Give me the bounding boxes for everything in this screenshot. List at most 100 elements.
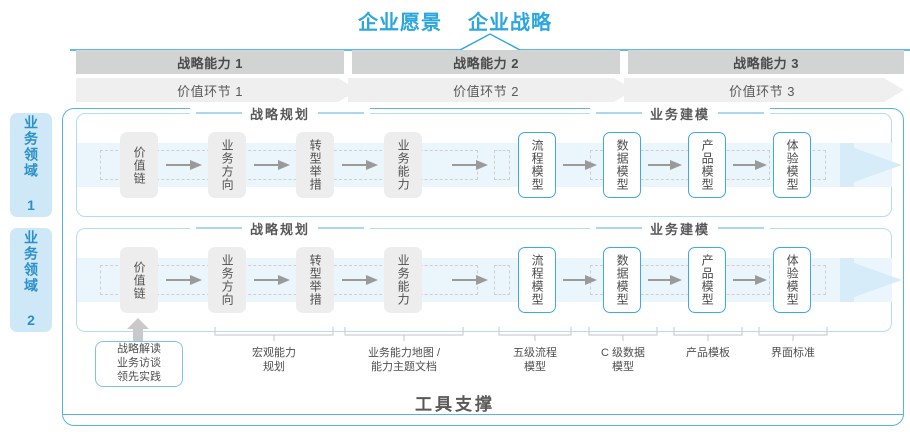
step-label: 价值链 [132, 145, 147, 185]
enterprise-strategy-title: 企业战略 [468, 11, 552, 34]
tool-bracket-6 [758, 327, 828, 341]
domain-tab-label-2: 业务领域 2 [23, 230, 40, 330]
tool-label-1-line1: 宏观能力 [252, 347, 296, 359]
caption-line-right [318, 227, 365, 229]
step-label: 数据模型 [615, 254, 630, 306]
step-box-modeling-2-1[interactable]: 流程模型 [518, 247, 556, 313]
step-label: 流程模型 [530, 254, 545, 306]
step-box-planning-1-2[interactable]: 业务方向 [208, 132, 246, 198]
section-caption-modeling-2: 业务建模 [590, 220, 771, 237]
section-title-planning-1: 战略规划 [250, 106, 311, 122]
value-chain-row: 价值环节 1 价值环节 2 价值环节 3 [76, 78, 904, 102]
caption-line-right [318, 112, 365, 114]
step-box-modeling-1-1[interactable]: 流程模型 [518, 132, 556, 198]
caption-line-left [596, 112, 642, 114]
domain-tab-2[interactable]: 业务领域 2 [10, 228, 52, 332]
step-box-planning-2-3[interactable]: 转型举措 [296, 247, 334, 313]
tool-bracket-2 [344, 327, 464, 341]
step-box-planning-2-1[interactable]: 价值链 [120, 247, 158, 313]
step-box-planning-2-2[interactable]: 业务方向 [208, 247, 246, 313]
step-box-modeling-2-4[interactable]: 体验模型 [773, 247, 811, 313]
framework-outer-container [62, 108, 904, 426]
value-chain-cell-3: 价值环节 3 [628, 78, 896, 102]
step-label: 产品模型 [700, 254, 715, 306]
value-chain-label-1: 价值环节 1 [177, 83, 243, 99]
step-label: 数据模型 [615, 139, 630, 191]
tool-label-5-line1: 产品模板 [686, 347, 730, 359]
step-box-modeling-2-3[interactable]: 产品模型 [688, 247, 726, 313]
step-box-modeling-1-4[interactable]: 体验模型 [773, 132, 811, 198]
tool-label-6: 界面标准 [758, 346, 828, 360]
step-label: 业务能力 [396, 254, 411, 306]
dashed-chip-1c [494, 150, 510, 180]
step-arrow-1-4 [452, 160, 488, 170]
step-box-planning-1-4[interactable]: 业务能力 [384, 132, 422, 198]
step-box-planning-2-4[interactable]: 业务能力 [384, 247, 422, 313]
step-box-modeling-2-2[interactable]: 数据模型 [603, 247, 641, 313]
tool-primary-line-2: 业务访谈 [117, 357, 161, 370]
caption-line-right [718, 112, 765, 114]
step-label: 转型举措 [308, 139, 323, 191]
step-arrow-1-3 [342, 160, 378, 170]
step-label: 体验模型 [785, 139, 800, 191]
step-label: 业务能力 [396, 139, 411, 191]
step-box-modeling-1-2[interactable]: 数据模型 [603, 132, 641, 198]
tool-label-5: 产品模板 [673, 346, 743, 360]
step-arrow-2-3 [342, 275, 378, 285]
vision-strategy-header: 企业愿景 企业战略 [0, 6, 910, 34]
step-box-modeling-1-3[interactable]: 产品模型 [688, 132, 726, 198]
domain-tab-label-1: 业务领域 1 [23, 115, 40, 215]
value-chain-cell-2: 价值环节 2 [352, 78, 620, 102]
step-arrow-2-7 [733, 275, 767, 285]
section-title-modeling-2: 业务建模 [650, 221, 711, 237]
value-chain-cell-1: 价值环节 1 [76, 78, 344, 102]
step-label: 业务方向 [220, 254, 235, 306]
section-caption-planning-2: 战略规划 [190, 220, 371, 237]
section-caption-planning-1: 战略规划 [190, 105, 371, 122]
tool-support-title: 工具支撑 [415, 395, 495, 414]
step-arrow-1-6 [648, 160, 682, 170]
dashed-chip-2c [494, 265, 510, 295]
step-arrow-1-7 [733, 160, 767, 170]
tool-primary-line-3: 领先实践 [117, 370, 161, 383]
step-arrow-1-1 [166, 160, 202, 170]
step-arrow-2-6 [648, 275, 682, 285]
value-chain-label-3: 价值环节 3 [729, 83, 795, 99]
step-arrow-2-2 [254, 275, 290, 285]
capability-cell-3: 战略能力 3 [628, 50, 904, 74]
domain-tab-1[interactable]: 业务领域 1 [10, 113, 52, 217]
tool-bracket-3 [498, 327, 572, 341]
tool-primary-box[interactable]: 战略解读 业务访谈 领先实践 [95, 341, 183, 387]
value-chain-chevrons [76, 78, 904, 102]
tool-bracket-4 [588, 327, 658, 341]
step-box-planning-1-3[interactable]: 转型举措 [296, 132, 334, 198]
step-label: 业务方向 [220, 139, 235, 191]
step-arrow-2-1 [166, 275, 202, 285]
capability-cell-1: 战略能力 1 [76, 50, 344, 74]
capability-bar-row: 战略能力 1 战略能力 2 战略能力 3 [76, 50, 904, 74]
tool-label-1-line2: 规划 [263, 361, 285, 374]
caption-line-right [718, 227, 765, 229]
step-label: 转型举措 [308, 254, 323, 306]
tool-primary-line-1: 战略解读 [117, 343, 161, 356]
section-title-modeling-1: 业务建模 [650, 106, 711, 122]
tool-bracket-1 [214, 327, 334, 341]
section-caption-modeling-1: 业务建模 [590, 105, 771, 122]
tool-label-2: 业务能力地图 / 能力主题文档 [344, 346, 464, 375]
step-arrow-1-2 [254, 160, 290, 170]
step-box-planning-1-1[interactable]: 价值链 [120, 132, 158, 198]
step-arrow-1-5 [563, 160, 597, 170]
step-label: 产品模型 [700, 139, 715, 191]
section-title-planning-2: 战略规划 [250, 221, 311, 237]
step-label: 价值链 [132, 260, 147, 300]
tool-label-2-line2: 能力主题文档 [371, 361, 437, 374]
capability-cell-2: 战略能力 2 [352, 50, 620, 74]
value-chain-label-2: 价值环节 2 [453, 83, 519, 99]
flow-band-tail-2 [840, 258, 854, 302]
tool-label-4: C 级数据 模型 [588, 346, 658, 375]
tool-label-1: 宏观能力 规划 [214, 346, 334, 375]
tool-label-2-line1: 业务能力地图 / [367, 347, 441, 359]
step-arrow-2-4 [452, 275, 488, 285]
tool-label-3: 五级流程 模型 [498, 346, 572, 375]
